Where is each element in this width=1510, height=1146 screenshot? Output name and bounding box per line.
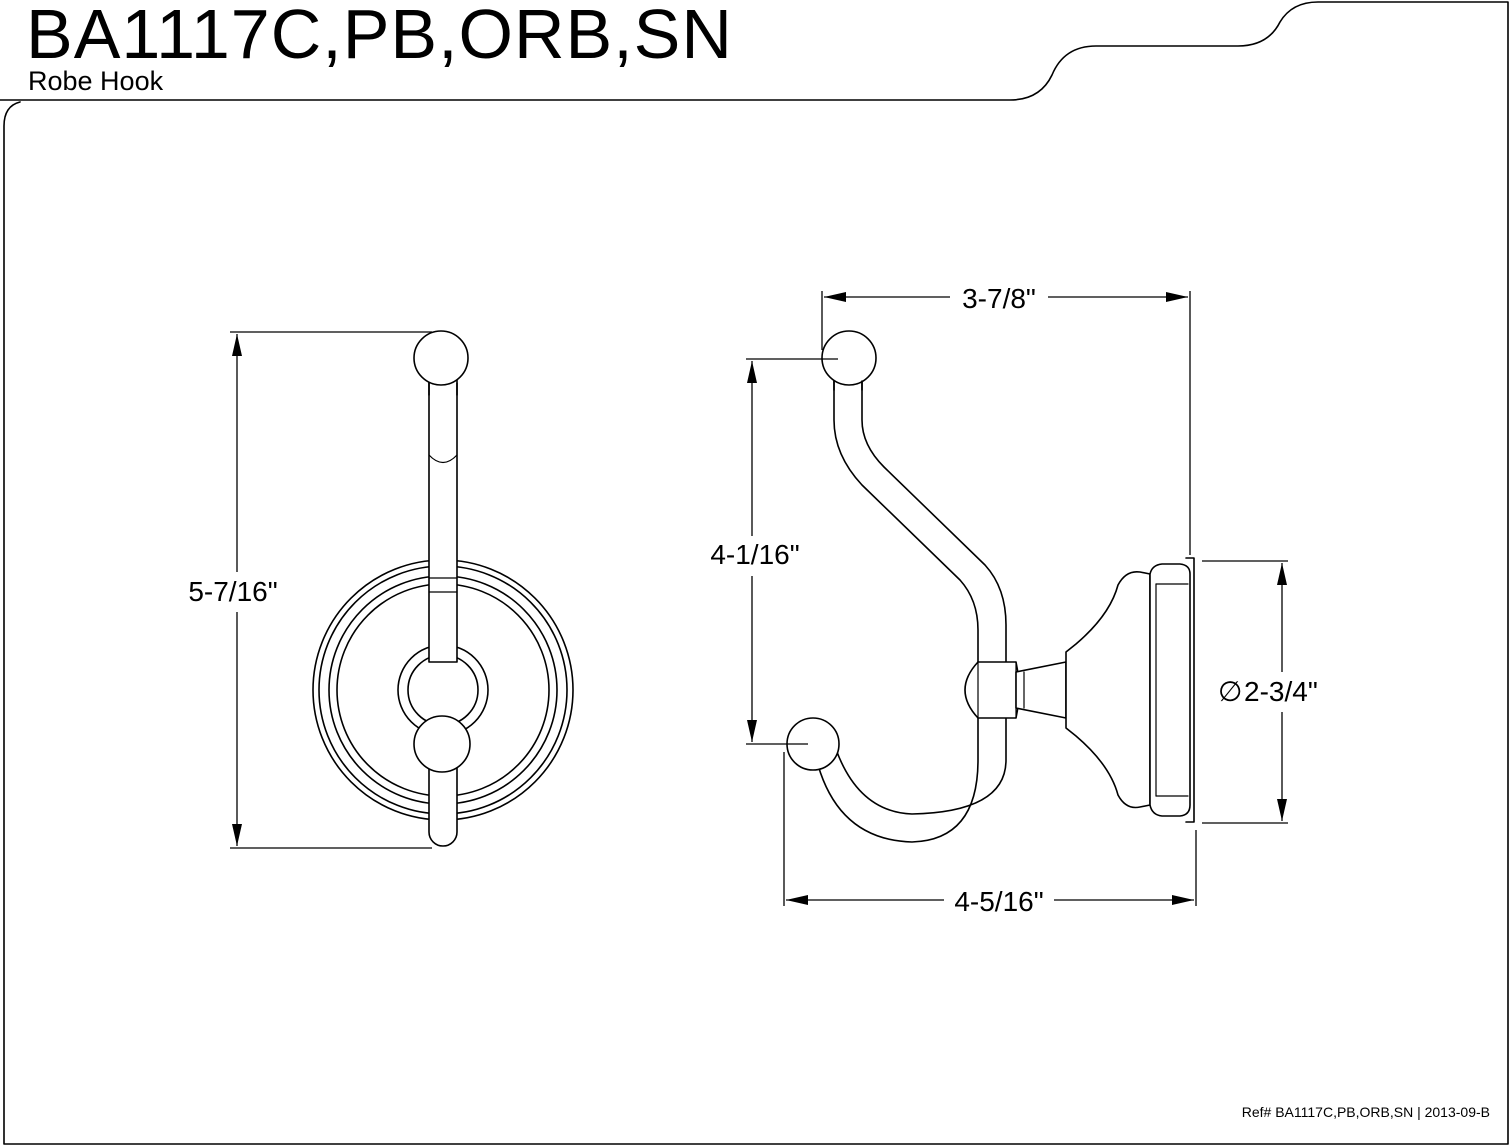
top-width-arrow-left [824, 292, 846, 302]
front-view [312, 330, 574, 847]
front-top-ball [413, 330, 469, 386]
lower-hook-inner-edge [836, 717, 1007, 815]
projection-arrow-right [1172, 895, 1194, 905]
height-arrow-bottom [232, 824, 242, 846]
height-dimension: 5-7/16" [188, 331, 432, 849]
hook-drop-arrow-bottom [747, 720, 757, 742]
base-diameter-dimension: ∅ 2-3/4" [1202, 560, 1318, 824]
upper-arm-left-edge [833, 379, 979, 663]
upper-arm-right-edge [861, 379, 1007, 663]
height-label: 5-7/16" [188, 576, 277, 607]
side-view [786, 330, 1195, 843]
front-lower-ball [413, 715, 471, 773]
hook-drop-dimension: 4-1/16" [710, 358, 838, 745]
base-plate-back [1185, 557, 1195, 823]
projection-arrow-left [786, 895, 808, 905]
diameter-arrow-bottom [1277, 799, 1287, 821]
diameter-arrow-top [1277, 563, 1287, 585]
projection-dimension: 4-5/16" [783, 752, 1197, 917]
diameter-symbol: ∅ [1218, 676, 1242, 707]
front-stem-curve [428, 454, 458, 464]
reference-note: Ref# BA1117C,PB,ORB,SN | 2013-09-B [1242, 1104, 1490, 1120]
hook-drop-arrow-top [747, 361, 757, 383]
lower-hook-outer [817, 717, 979, 843]
diameter-label: 2-3/4" [1244, 676, 1318, 707]
front-stem-upper [428, 379, 458, 663]
side-base-flare [1065, 570, 1151, 809]
top-width-dimension: 3-7/8" [821, 283, 1191, 555]
side-base-plate [1149, 563, 1191, 817]
projection-label: 4-5/16" [954, 886, 1043, 917]
side-top-ball [821, 330, 877, 386]
product-title: BA1117C,PB,ORB,SN [26, 0, 733, 73]
product-subtitle: Robe Hook [28, 66, 164, 96]
top-width-label: 3-7/8" [962, 283, 1036, 314]
side-hub [964, 661, 1020, 719]
top-width-arrow-right [1166, 292, 1188, 302]
hook-drop-label: 4-1/16" [710, 539, 799, 570]
height-arrow-top [232, 334, 242, 356]
